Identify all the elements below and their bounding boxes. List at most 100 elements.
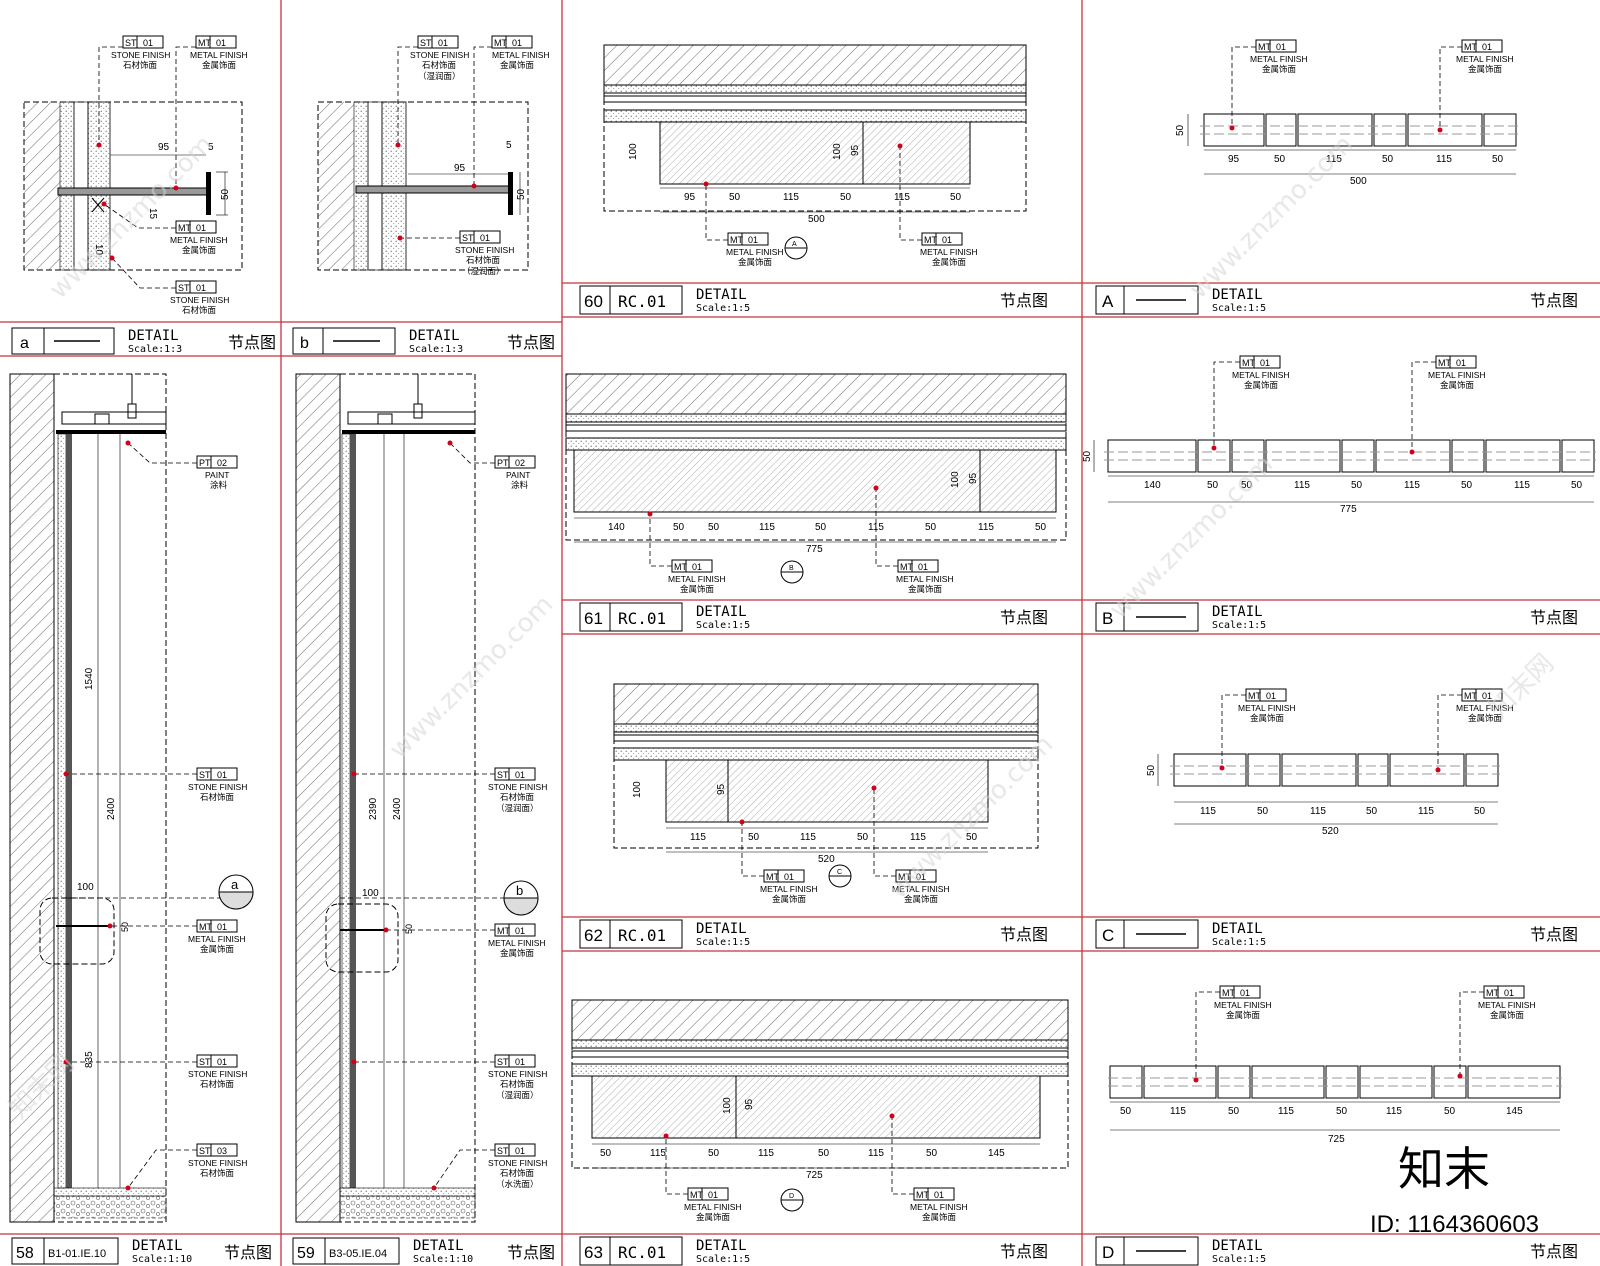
title-A-scale: Scale:1:5 [1212, 303, 1266, 314]
tag-60a-cn: 金属饰面 [738, 257, 773, 267]
tag-D1-num: 01 [1240, 988, 1250, 998]
tag-C1-cn: 金属饰面 [1250, 713, 1285, 723]
tag-62a-en: METAL FINISH [760, 884, 818, 894]
dim-B-total: 775 [1340, 504, 1357, 515]
tag-58-pt-code: PT [199, 458, 211, 468]
title-59-ref: B3-05.IE.04 [329, 1248, 387, 1260]
tag-63b-code: MT [916, 1190, 929, 1200]
tag-B1-num: 01 [1260, 358, 1270, 368]
tag-58-mt-en: METAL FINISH [188, 934, 246, 944]
dim-C-h50: 50 [1146, 764, 1157, 776]
tag-62a-num: 01 [784, 872, 794, 882]
dim-A-s6: 50 [1492, 154, 1504, 165]
tag-59-st3-note: （水洗面） [496, 1179, 539, 1189]
tag-a1-en: STONE FINISH [111, 50, 170, 60]
tag-58-st1-en: STONE FINISH [188, 782, 247, 792]
title-b-scale: Scale:1:3 [409, 344, 463, 355]
dim-62-s6: 50 [966, 832, 978, 843]
tag-D2-code: MT [1486, 988, 1499, 998]
marker-61-label: B [789, 565, 794, 572]
tag-a4-en: STONE FINISH [170, 295, 229, 305]
dim-D-s1: 50 [1120, 1106, 1132, 1117]
title-D-num: D [1102, 1243, 1114, 1262]
dim-B-s6: 115 [1404, 480, 1420, 491]
tag-60b-cn: 金属饰面 [932, 257, 967, 267]
tag-B2-cn: 金属饰面 [1440, 380, 1475, 390]
dim-A-h50: 50 [1175, 124, 1186, 136]
tag-58-st1-code: ST [199, 770, 211, 780]
dim-b-50: 50 [516, 188, 527, 200]
tag-59-st3-cn: 石材饰面 [500, 1168, 535, 1178]
tag-A1-en: METAL FINISH [1250, 54, 1308, 64]
tag-B1-en: METAL FINISH [1232, 370, 1290, 380]
tag-60a-en: METAL FINISH [726, 247, 784, 257]
tag-a3-num: 01 [196, 223, 206, 233]
dim-a-50: 50 [220, 188, 231, 200]
tag-b3-en: STONE FINISH [455, 245, 514, 255]
title-63-node: 节点图 [1000, 1243, 1048, 1261]
tag-b1-num: 01 [438, 38, 448, 48]
tag-C2-code: MT [1464, 691, 1477, 701]
tag-C1-code: MT [1248, 691, 1261, 701]
title-block-b: b DETAIL Scale:1:3 节点图 [292, 327, 555, 355]
dim-63-s7: 50 [926, 1148, 938, 1159]
tag-58-st3-en: STONE FINISH [188, 1158, 247, 1168]
title-A-detail: DETAIL [1212, 287, 1263, 303]
section-63: 100 95 50 115 50 115 50 115 50 145 725 M… [571, 999, 1069, 1222]
tag-58-st3-code: ST [199, 1146, 211, 1156]
dim-62-s2: 50 [748, 832, 760, 843]
title-60-node: 节点图 [1000, 292, 1048, 310]
dim-62-s1: 115 [690, 832, 706, 843]
dim-D-s7: 50 [1444, 1106, 1456, 1117]
tag-D1-cn: 金属饰面 [1226, 1010, 1261, 1020]
dim-D-total: 725 [1328, 1134, 1345, 1145]
tag-58-pt-en: PAINT [205, 470, 229, 480]
title-b-node: 节点图 [507, 334, 555, 352]
dim-D-s6: 115 [1386, 1106, 1402, 1117]
title-A-node: 节点图 [1530, 292, 1578, 310]
title-58-num: 58 [16, 1245, 34, 1262]
title-block-B: B DETAIL Scale:1:5 节点图 [1095, 602, 1578, 632]
callout-a-label: a [231, 877, 239, 892]
dim-62-s5: 115 [910, 832, 926, 843]
title-61-scale: Scale:1:5 [696, 620, 750, 631]
tag-58-st3-cn: 石材饰面 [200, 1168, 235, 1178]
tag-59-mt-code: MT [497, 926, 510, 936]
dim-b-95: 95 [454, 163, 466, 174]
tag-b3-code: ST [462, 233, 474, 243]
watermark-layer: www.znzmo.com www.znzmo.com www.znzmo.co… [4, 130, 1560, 1125]
dim-a-10: 10 [93, 244, 104, 256]
tag-62a-cn: 金属饰面 [772, 894, 807, 904]
title-A-num: A [1102, 292, 1114, 311]
title-62-detail: DETAIL [696, 921, 747, 937]
dim-C-s4: 50 [1366, 806, 1378, 817]
dim-63-95: 95 [744, 1098, 755, 1110]
tag-61b-num: 01 [918, 562, 928, 572]
tag-b1-cn: 石材饰面 [422, 60, 457, 70]
dim-61-s4: 115 [759, 522, 775, 533]
tag-63b-en: METAL FINISH [910, 1202, 968, 1212]
dim-59-50: 50 [404, 924, 414, 934]
dim-C-s2: 50 [1257, 806, 1269, 817]
title-59-num: 59 [297, 1245, 315, 1262]
tag-D2-num: 01 [1504, 988, 1514, 998]
dim-C-s3: 115 [1310, 806, 1326, 817]
dim-D-s5: 50 [1336, 1106, 1348, 1117]
tag-60a-num: 01 [748, 235, 758, 245]
dim-60-100b: 100 [832, 143, 843, 160]
title-block-D: D DETAIL Scale:1:5 节点图 [1095, 1236, 1578, 1266]
tag-B1-code: MT [1242, 358, 1255, 368]
tag-a4-cn: 石材饰面 [182, 305, 217, 315]
title-58-node: 节点图 [224, 1244, 272, 1262]
tag-58-mt-cn: 金属饰面 [200, 944, 235, 954]
title-58-detail: DETAIL [132, 1238, 183, 1254]
dim-63-s8: 145 [988, 1148, 1005, 1159]
tag-62b-num: 01 [916, 872, 926, 882]
tag-C2-en: METAL FINISH [1456, 703, 1514, 713]
title-62-node: 节点图 [1000, 926, 1048, 944]
tag-58-st2-en: STONE FINISH [188, 1069, 247, 1079]
